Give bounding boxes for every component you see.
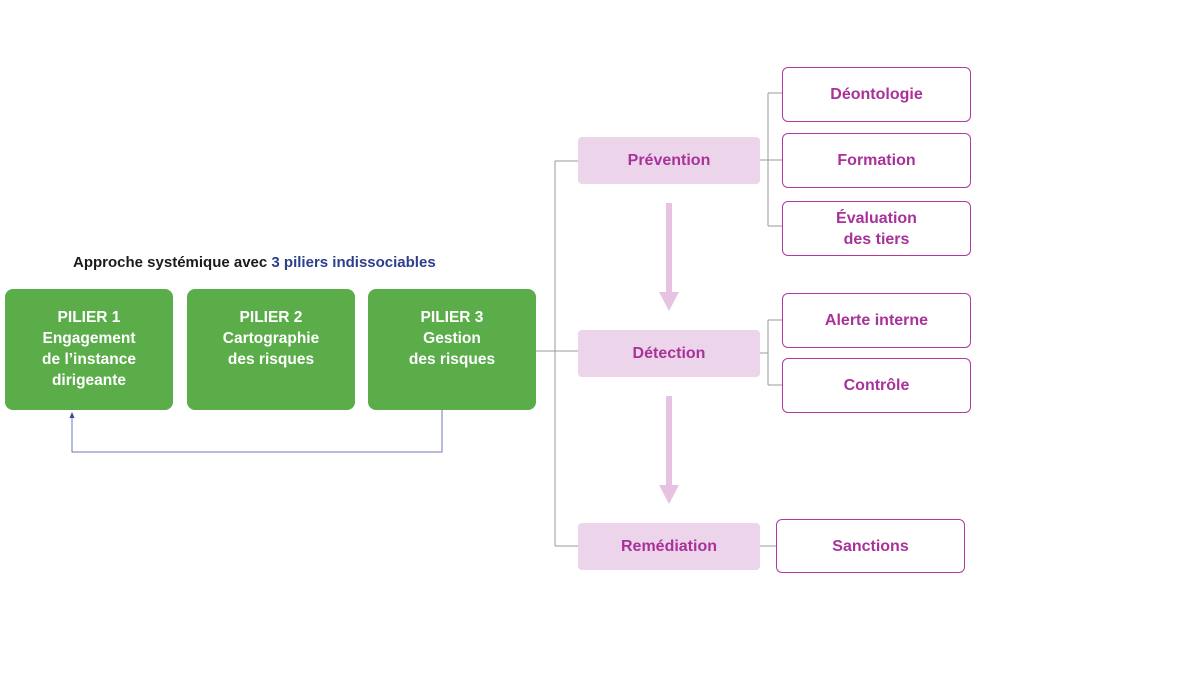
feedback-arrowhead xyxy=(69,412,75,418)
leaf-formation-label: Formation xyxy=(837,152,916,169)
pillar-3-line-1: Gestion xyxy=(423,330,481,347)
pillar-3-title: PILIER 3 xyxy=(420,309,484,326)
leaf-controle: Contrôle xyxy=(782,358,971,413)
leaf-deontologie-label: Déontologie xyxy=(830,86,923,103)
feedback-loop-line xyxy=(71,410,443,453)
stage-prevention: Prévention xyxy=(578,137,760,184)
pillar-1-box: PILIER 1 Engagement de l’instance dirige… xyxy=(5,289,173,410)
stage-prevention-label: Prévention xyxy=(627,151,711,169)
leaf-evaluation-line-2: des tiers xyxy=(843,230,910,248)
headline-lead: Approche systémique avec xyxy=(73,254,272,271)
leaf-evaluation-line-1: Évaluation xyxy=(836,209,917,227)
leaf-sanctions-label: Sanctions xyxy=(832,537,909,555)
pillar-2-line-2: des risques xyxy=(227,351,315,368)
pillar-3-line-2: des risques xyxy=(408,351,496,368)
pillar-2-line-1: Cartographie xyxy=(222,330,320,347)
leaf-controle-label: Contrôle xyxy=(843,377,910,394)
detection-branch-connector xyxy=(760,319,782,386)
leaf-evaluation-des-tiers: Évaluation des tiers xyxy=(782,201,971,256)
pillar-3-box: PILIER 3 Gestion des risques xyxy=(368,289,536,410)
stage-detection-label: Détection xyxy=(632,344,706,362)
pillar-1-line-3: dirigeante xyxy=(51,372,127,389)
arrow-detection-to-remediation xyxy=(659,396,679,504)
pillar-to-stages-connector xyxy=(536,160,578,547)
leaf-formation: Formation xyxy=(782,133,971,188)
pillar-1-line-2: de l’instance xyxy=(42,351,136,368)
headline-accent: 3 piliers indissociables xyxy=(271,254,436,271)
leaf-alerte-interne-label: Alerte interne xyxy=(824,312,929,329)
stage-remediation: Remédiation xyxy=(578,523,760,570)
pillar-1-title: PILIER 1 xyxy=(57,309,121,326)
pillar-2-title: PILIER 2 xyxy=(239,309,303,326)
pillar-2-box: PILIER 2 Cartographie des risques xyxy=(187,289,355,410)
leaf-deontologie: Déontologie xyxy=(782,67,971,122)
pillar-1-line-1: Engagement xyxy=(42,330,136,347)
leaf-alerte-interne: Alerte interne xyxy=(782,293,971,348)
leaf-sanctions: Sanctions xyxy=(776,519,965,573)
arrow-prevention-to-detection xyxy=(659,203,679,311)
diagram-headline: Approche systémique avec 3 piliers indis… xyxy=(73,254,436,271)
stage-remediation-label: Remédiation xyxy=(620,537,717,555)
prevention-branch-connector xyxy=(760,92,782,227)
stage-detection: Détection xyxy=(578,330,760,377)
